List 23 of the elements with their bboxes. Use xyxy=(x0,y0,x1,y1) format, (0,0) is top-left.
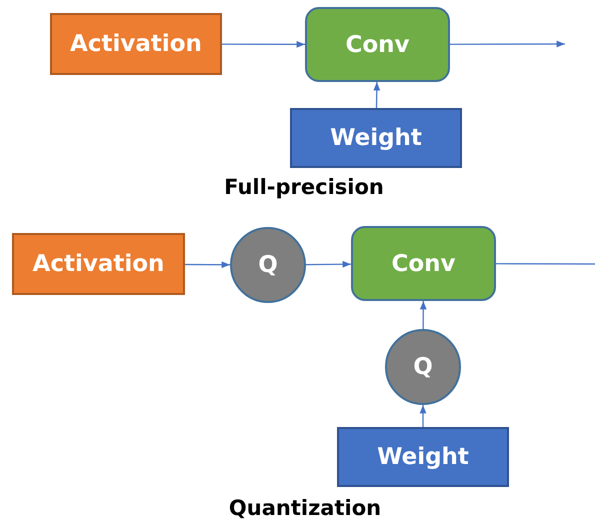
node-label: Weight xyxy=(330,125,422,151)
node-label: Activation xyxy=(32,251,164,277)
arrow xyxy=(373,82,380,108)
node-label: Activation xyxy=(70,31,202,57)
arrow xyxy=(420,405,426,427)
diagram-caption: Full-precision xyxy=(224,175,384,199)
arrow xyxy=(185,261,230,268)
activation-box xyxy=(12,233,185,295)
node-label: Conv xyxy=(391,250,456,276)
arrow xyxy=(306,260,351,268)
arrow xyxy=(222,40,305,48)
node-label: Weight xyxy=(377,444,469,470)
conv-box xyxy=(351,226,496,301)
conv-box xyxy=(305,7,450,82)
activation-box xyxy=(50,13,222,75)
node-label: Q xyxy=(413,354,433,380)
node-label: Q xyxy=(258,252,278,278)
arrow xyxy=(420,301,427,329)
arrow xyxy=(450,40,565,48)
weight-box xyxy=(290,108,462,168)
diagram-caption: Quantization xyxy=(228,496,382,520)
weight-box xyxy=(337,427,509,487)
node-label: Conv xyxy=(345,32,410,58)
